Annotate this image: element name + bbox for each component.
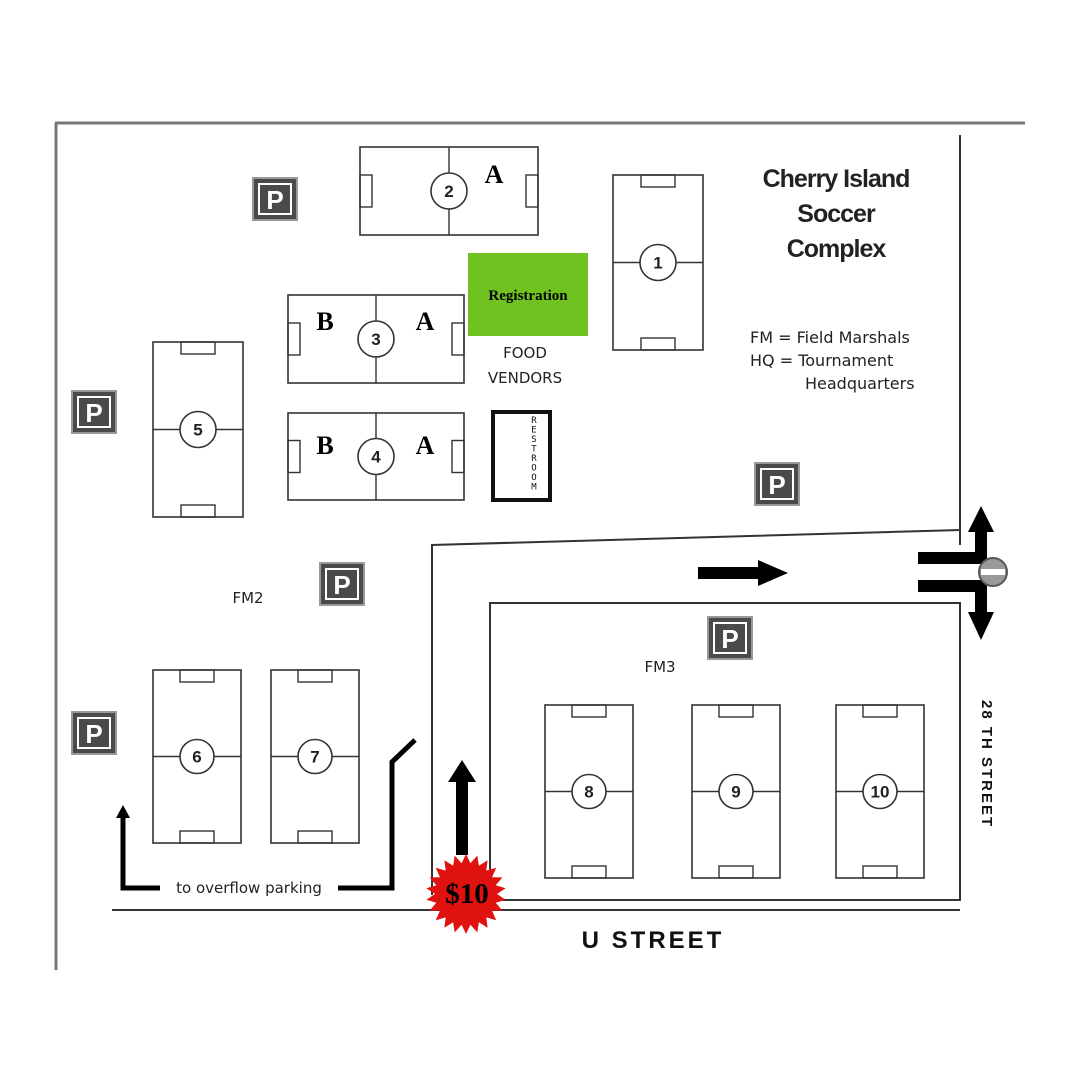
svg-text:P: P [768, 470, 785, 500]
field-number-2: 2 [444, 182, 453, 201]
parking-signs: P P P P P P [71, 177, 800, 755]
food-vendors-label: FOOD [503, 344, 547, 362]
legend-hq: HQ = Tournament [750, 351, 893, 370]
field-number-1: 1 [653, 254, 662, 273]
field-2-label-a: A [485, 160, 504, 189]
parking-sign-icon: P [71, 711, 117, 755]
road-lines [112, 135, 961, 911]
legend-hq-2: Headquarters [805, 374, 915, 393]
parking-fee-badge: $10 [426, 854, 506, 934]
field-3-label-a: A [416, 307, 435, 336]
field-2: 2 [359, 146, 539, 236]
svg-text:P: P [721, 624, 738, 654]
legend-fm: FM = Field Marshals [750, 328, 910, 347]
parking-sign-icon: P [252, 177, 298, 221]
field-number-8: 8 [584, 783, 593, 802]
soccer-fields: 1 2 3 4 5 6 7 8 9 10 [152, 146, 925, 879]
field-number-9: 9 [731, 783, 740, 802]
field-number-3: 3 [371, 330, 380, 349]
field-4: 4 [287, 412, 465, 501]
u-street-label: U STREET [582, 927, 725, 954]
complex-title-line-2: Soccer [797, 200, 876, 228]
parking-sign-icon: P [319, 562, 365, 606]
field-number-10: 10 [871, 783, 890, 802]
site-boundary [54, 121, 1025, 970]
overflow-parking-label: to overflow parking [176, 879, 322, 897]
field-number-7: 7 [310, 748, 319, 767]
complex-title-line-3: Complex [787, 235, 887, 263]
registration-tent [468, 253, 588, 336]
parking-fee-label: $10 [445, 878, 489, 910]
traffic-arrows [116, 506, 1008, 891]
parking-sign-icon: P [71, 390, 117, 434]
fm3-label: FM3 [644, 658, 675, 676]
field-3: 3 [287, 294, 465, 384]
svg-text:P: P [85, 719, 102, 749]
field-number-6: 6 [192, 748, 201, 767]
28th-street-label: 28 TH STREET [978, 700, 995, 828]
field-9: 9 [691, 704, 781, 879]
up-arrow-icon [448, 760, 476, 855]
svg-text:P: P [266, 185, 283, 215]
field-10: 10 [835, 704, 925, 879]
field-8: 8 [544, 704, 634, 879]
svg-text:P: P [85, 398, 102, 428]
parking-sign-icon: P [707, 616, 753, 660]
field-4-label-b: B [316, 431, 333, 460]
fm2-label: FM2 [232, 589, 263, 607]
intersection-arrows-icon [918, 506, 1008, 640]
field-4-label-a: A [416, 431, 435, 460]
right-arrow-icon [698, 560, 788, 586]
svg-text:P: P [333, 570, 350, 600]
field-number-5: 5 [193, 421, 202, 440]
field-7: 7 [270, 669, 360, 844]
field-3-label-b: B [316, 307, 333, 336]
restroom-building [491, 410, 552, 502]
field-5: 5 [152, 341, 244, 518]
overflow-path-arrow-icon [116, 738, 417, 891]
field-number-4: 4 [371, 448, 381, 467]
registration-label: Registration [488, 288, 568, 304]
field-6: 6 [152, 669, 242, 844]
parking-sign-icon: P [754, 462, 800, 506]
complex-title-line-1: Cherry Island [763, 165, 910, 193]
field-1: 1 [612, 174, 704, 351]
food-vendors-label-2: VENDORS [488, 369, 562, 387]
